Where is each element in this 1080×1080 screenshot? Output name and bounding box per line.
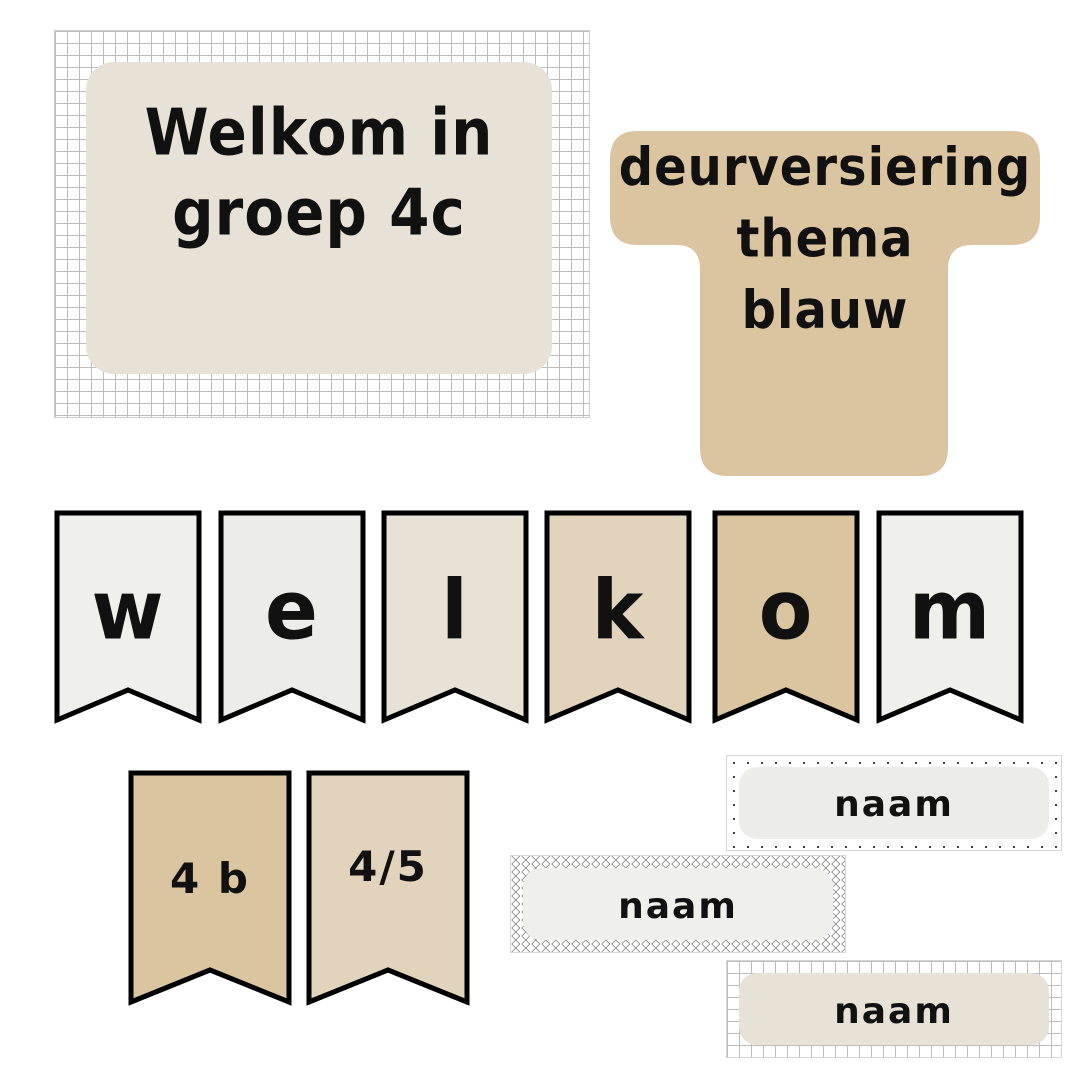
theme-sign-shape — [610, 131, 1040, 476]
banner-letter-w: w — [91, 563, 165, 659]
welcome-sign-text: Welkom in groep 4c — [86, 93, 552, 253]
name-tag-zigzag-background: naam — [510, 855, 846, 953]
banner-letter-e: e — [265, 563, 319, 659]
banner-letter-l: l — [441, 563, 469, 659]
banner-flag-l: l — [381, 510, 529, 726]
theme-sign-text: deurversiering thema blauw — [610, 132, 1040, 346]
small-banner-label-4-5: 4/5 — [348, 842, 428, 891]
theme-sign-line-2: thema — [736, 207, 914, 270]
banner-flag-m: m — [876, 510, 1024, 726]
name-tag-zigzag-pill — [523, 868, 833, 940]
name-tag-grid-label: naam — [834, 991, 954, 1032]
banner-flag-k: k — [544, 510, 692, 726]
banner-flag-shape — [54, 510, 202, 724]
small-banner-label-4b: 4 b — [170, 854, 250, 903]
welcome-sign-line-1: Welkom in — [144, 94, 494, 170]
banner-flag-e: e — [218, 510, 366, 726]
banner-flag-shape — [544, 510, 692, 724]
banner-flag-shape — [218, 510, 366, 724]
banner-letter-o: o — [758, 563, 814, 659]
name-tag-crosses-background: naam — [726, 755, 1062, 851]
banner-flag-shape — [876, 510, 1024, 724]
name-tag-grid-pill — [739, 973, 1049, 1045]
banner-letter-k: k — [591, 563, 645, 659]
theme-sign-line-1: deurversiering — [618, 136, 1032, 199]
name-tag-crosses-pill — [739, 767, 1049, 839]
small-banner-4-5: 4/5 — [306, 770, 470, 1006]
name-tag-zigzag-label: naam — [618, 886, 738, 927]
banner-flag-o: o — [712, 510, 860, 726]
banner-flag-shape — [381, 510, 529, 724]
banner-letter-m: m — [908, 563, 992, 659]
small-banner-4b: 4 b — [128, 770, 292, 1006]
banner-flag-w: w — [54, 510, 202, 726]
small-banner-shape — [128, 770, 292, 1006]
banner-flag-shape — [712, 510, 860, 724]
name-tag-crosses-label: naam — [834, 784, 954, 825]
theme-sign-line-3: blauw — [741, 279, 909, 341]
small-banner-shape — [306, 770, 470, 1006]
name-tag-grid-background: naam — [726, 960, 1062, 1058]
welcome-sign-card — [86, 62, 552, 374]
welcome-sign-line-2: groep 4c — [172, 174, 466, 250]
